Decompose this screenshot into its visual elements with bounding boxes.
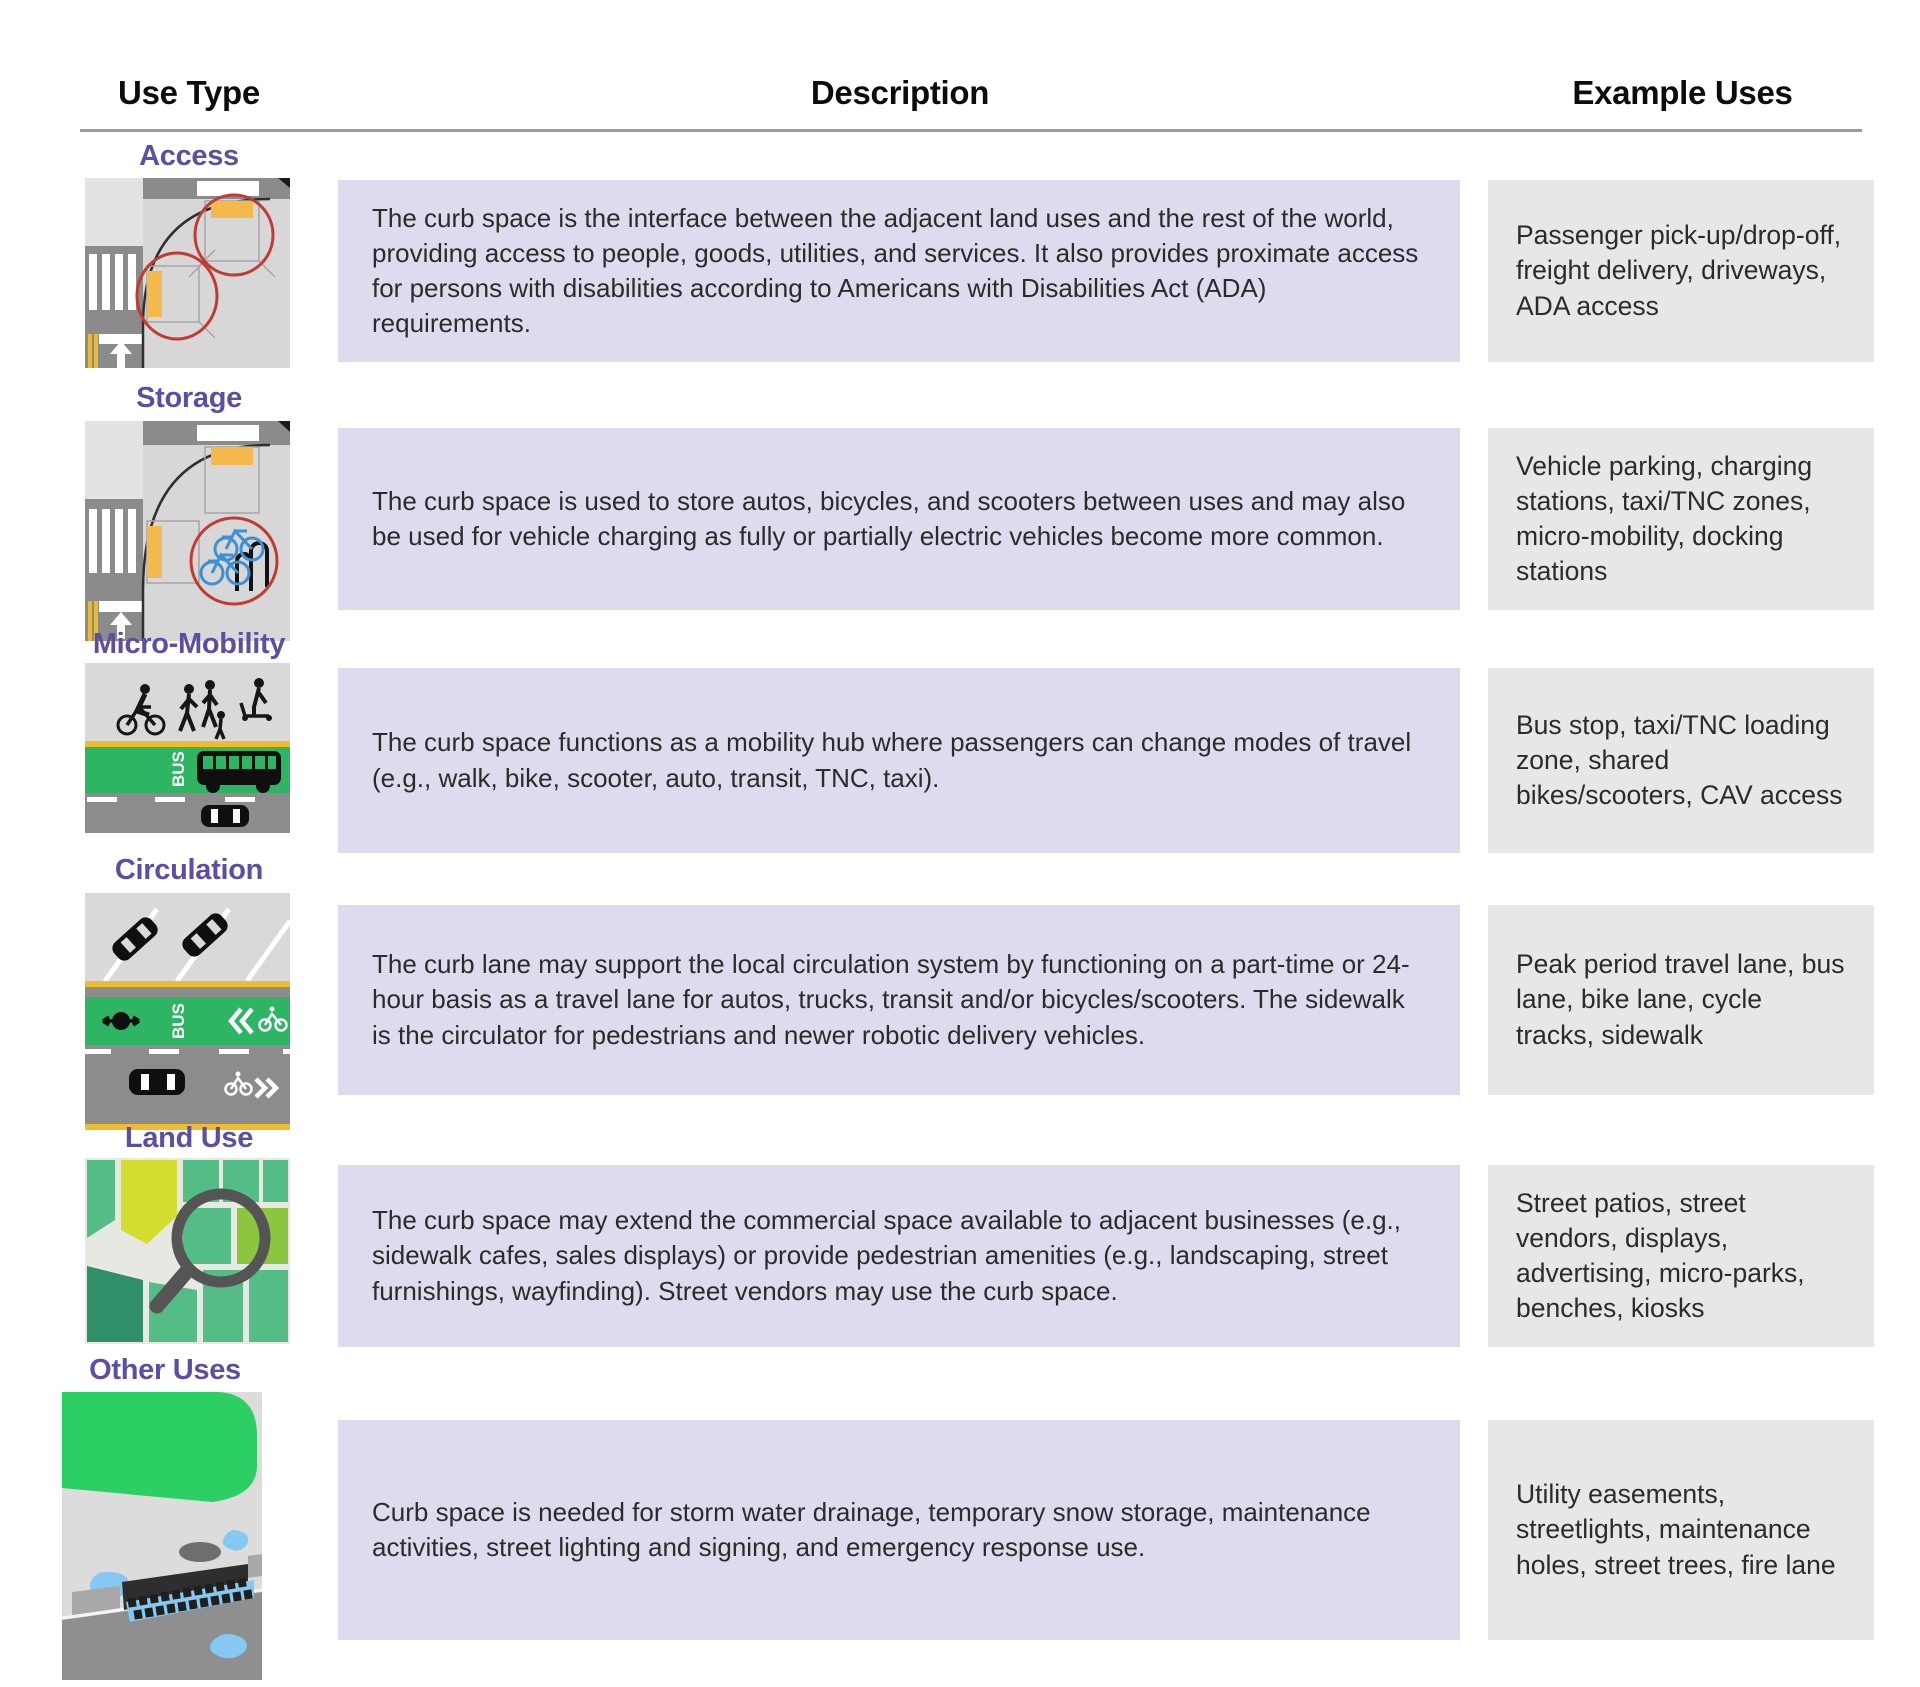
row-label-circulation: Circulation xyxy=(114,854,264,886)
car-icon xyxy=(129,1069,185,1095)
description-text: The curb space may extend the commercial… xyxy=(372,1205,1401,1306)
manhole-icon xyxy=(179,1542,221,1562)
description-box-storage: The curb space is used to store autos, b… xyxy=(338,428,1460,610)
description-text: The curb space functions as a mobility h… xyxy=(372,727,1412,793)
parked-car-icon xyxy=(182,913,228,957)
example-box-storage: Vehicle parking, charging stations, taxi… xyxy=(1488,428,1874,610)
description-box-micro-mobility: The curb space functions as a mobility h… xyxy=(338,668,1460,853)
description-text: The curb lane may support the local circ… xyxy=(372,949,1410,1050)
bus-lane-label: BUS xyxy=(169,751,188,787)
storm-drain-illustration xyxy=(62,1392,262,1680)
cyclist-icon xyxy=(116,684,166,736)
parcel-map-illustration xyxy=(85,1158,290,1344)
access-street-corner-illustration xyxy=(85,178,290,368)
e-bike-charge-icon xyxy=(102,1012,140,1030)
description-box-other-uses: Curb space is needed for storm water dra… xyxy=(338,1420,1460,1640)
row-label-land-use: Land Use xyxy=(124,1122,254,1154)
example-uses-text: Street patios, street vendors, displays,… xyxy=(1516,1187,1805,1324)
mobility-hub-illustration: BUS xyxy=(85,663,290,833)
lawn-shape xyxy=(62,1392,258,1502)
example-uses-text: Utility easements, streetlights, mainten… xyxy=(1516,1479,1836,1580)
description-box-circulation: The curb lane may support the local circ… xyxy=(338,905,1460,1095)
bus-lane-label: BUS xyxy=(169,1003,188,1039)
row-label-storage: Storage xyxy=(136,382,242,414)
highlight-circle-icon xyxy=(189,516,279,606)
highlight-circle-icon xyxy=(135,251,219,341)
bus-icon xyxy=(197,751,281,793)
row-label-other-uses: Other Uses xyxy=(89,1354,241,1386)
example-uses-text: Peak period travel lane, bus lane, bike … xyxy=(1516,949,1845,1050)
column-header-example-uses: Example Uses xyxy=(1572,74,1793,111)
example-box-land-use: Street patios, street vendors, displays,… xyxy=(1488,1165,1874,1347)
example-box-circulation: Peak period travel lane, bus lane, bike … xyxy=(1488,905,1874,1095)
example-uses-text: Passenger pick-up/drop-off, freight deli… xyxy=(1516,220,1842,321)
row-label-micro-mobility: Micro-Mobility xyxy=(92,628,286,660)
column-header-use-type: Use Type xyxy=(118,74,260,111)
travel-lanes-illustration: BUS xyxy=(85,893,290,1130)
car-icon xyxy=(201,805,249,827)
description-box-access: The curb space is the interface between … xyxy=(338,180,1460,362)
description-box-land-use: The curb space may extend the commercial… xyxy=(338,1165,1460,1347)
magnifier-icon xyxy=(149,1188,271,1314)
example-box-access: Passenger pick-up/drop-off, freight deli… xyxy=(1488,180,1874,362)
contraflow-bike-icon xyxy=(228,1006,288,1035)
row-label-access: Access xyxy=(139,140,239,172)
example-box-other-uses: Utility easements, streetlights, mainten… xyxy=(1488,1420,1874,1640)
example-uses-text: Vehicle parking, charging stations, taxi… xyxy=(1516,450,1813,587)
description-text: The curb space is used to store autos, b… xyxy=(372,485,1406,551)
puddle-icon xyxy=(210,1634,247,1659)
description-text: Curb space is needed for storm water dra… xyxy=(372,1496,1371,1562)
pedestrians-icon xyxy=(178,680,226,740)
parked-car-icon xyxy=(112,917,158,961)
example-box-micro-mobility: Bus stop, taxi/TNC loading zone, shared … xyxy=(1488,668,1874,853)
example-uses-text: Bus stop, taxi/TNC loading zone, shared … xyxy=(1516,709,1843,811)
highlight-circle-icon xyxy=(193,193,275,277)
storm-drain-grate-icon xyxy=(122,1564,254,1622)
storage-bike-parking-illustration xyxy=(85,421,290,641)
description-text: The curb space is the interface between … xyxy=(372,202,1419,339)
shared-bikes-icon xyxy=(199,528,269,591)
sharrow-bike-icon xyxy=(224,1071,280,1099)
scooter-rider-icon xyxy=(239,678,272,721)
column-header-description: Description xyxy=(810,74,990,111)
header-divider-line xyxy=(80,129,1862,132)
puddle-icon xyxy=(222,1530,249,1551)
